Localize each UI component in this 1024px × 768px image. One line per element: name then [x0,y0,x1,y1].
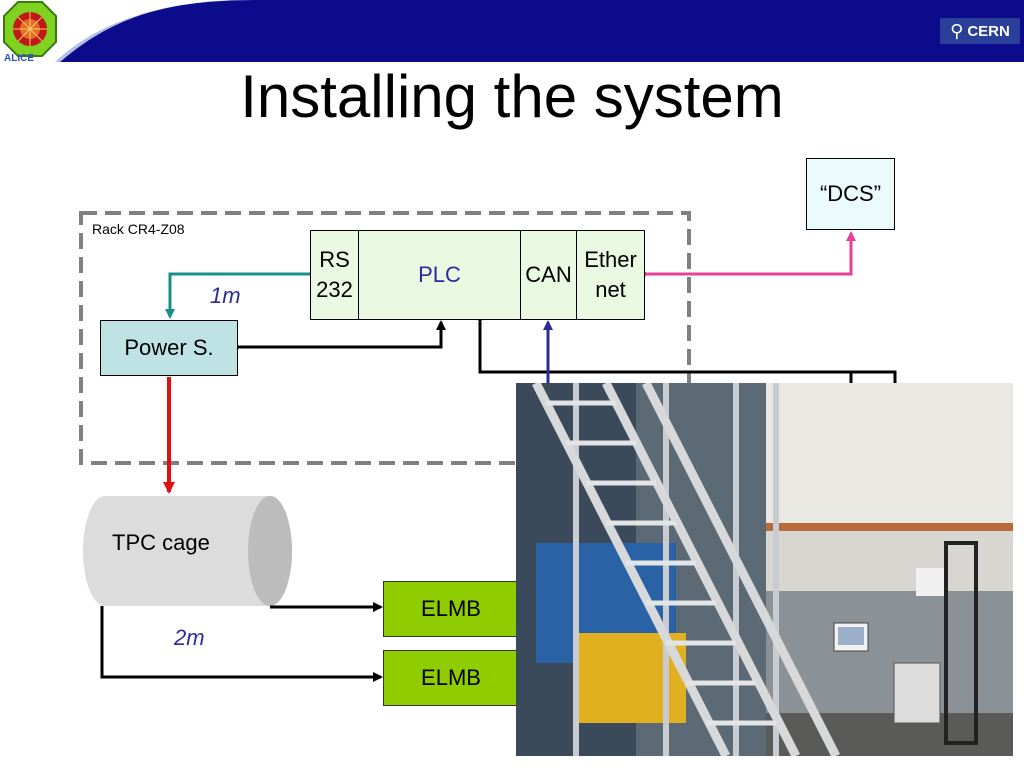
plc-field-link [475,314,897,383]
plc-label: PLC [418,262,461,287]
rack-border [79,211,691,465]
header-band [0,0,1024,62]
tpc-elmb2-link [100,606,383,682]
rs232-label: RS 232 [316,247,353,302]
plc-box: PLC [358,230,521,320]
alice-logo: ALICE [0,0,60,64]
power-supply-box: Power S. [100,320,238,376]
page-title: Installing the system [240,63,784,130]
rack-label: Rack CR4-Z08 [92,221,185,237]
elmb-box-2: ELMB [383,650,519,706]
tpc-cage [83,496,292,606]
can-label: CAN [525,262,572,287]
cern-icon: ⚲ [950,20,964,41]
ethernet-dcs-link [640,231,856,279]
dcs-label: “DCS” [819,181,882,206]
ethernet-box: Ether net [576,230,645,320]
elmb-label-2: ELMB [421,665,481,690]
elmb-box-1: ELMB [383,581,519,637]
length-2m: 2m [174,625,205,650]
rs232-link [165,269,316,319]
dcs-box: “DCS” [806,158,895,230]
plc-power-link [232,320,446,352]
cern-logo: ⚲ CERN [940,18,1020,44]
rs232-box: RS 232 [310,230,359,320]
cern-logo-text: CERN [967,22,1010,40]
power-supply-label: Power S. [124,335,214,360]
ethernet-label: Ether net [584,247,637,302]
header-swoosh [0,0,1024,62]
installation-photo [516,383,1013,756]
length-1m: 1m [210,283,241,308]
elmb-label-1: ELMB [421,596,481,621]
alice-text: ALICE [4,53,34,62]
tpc-cage-label: TPC cage [112,530,210,555]
can-box: CAN [520,230,577,320]
